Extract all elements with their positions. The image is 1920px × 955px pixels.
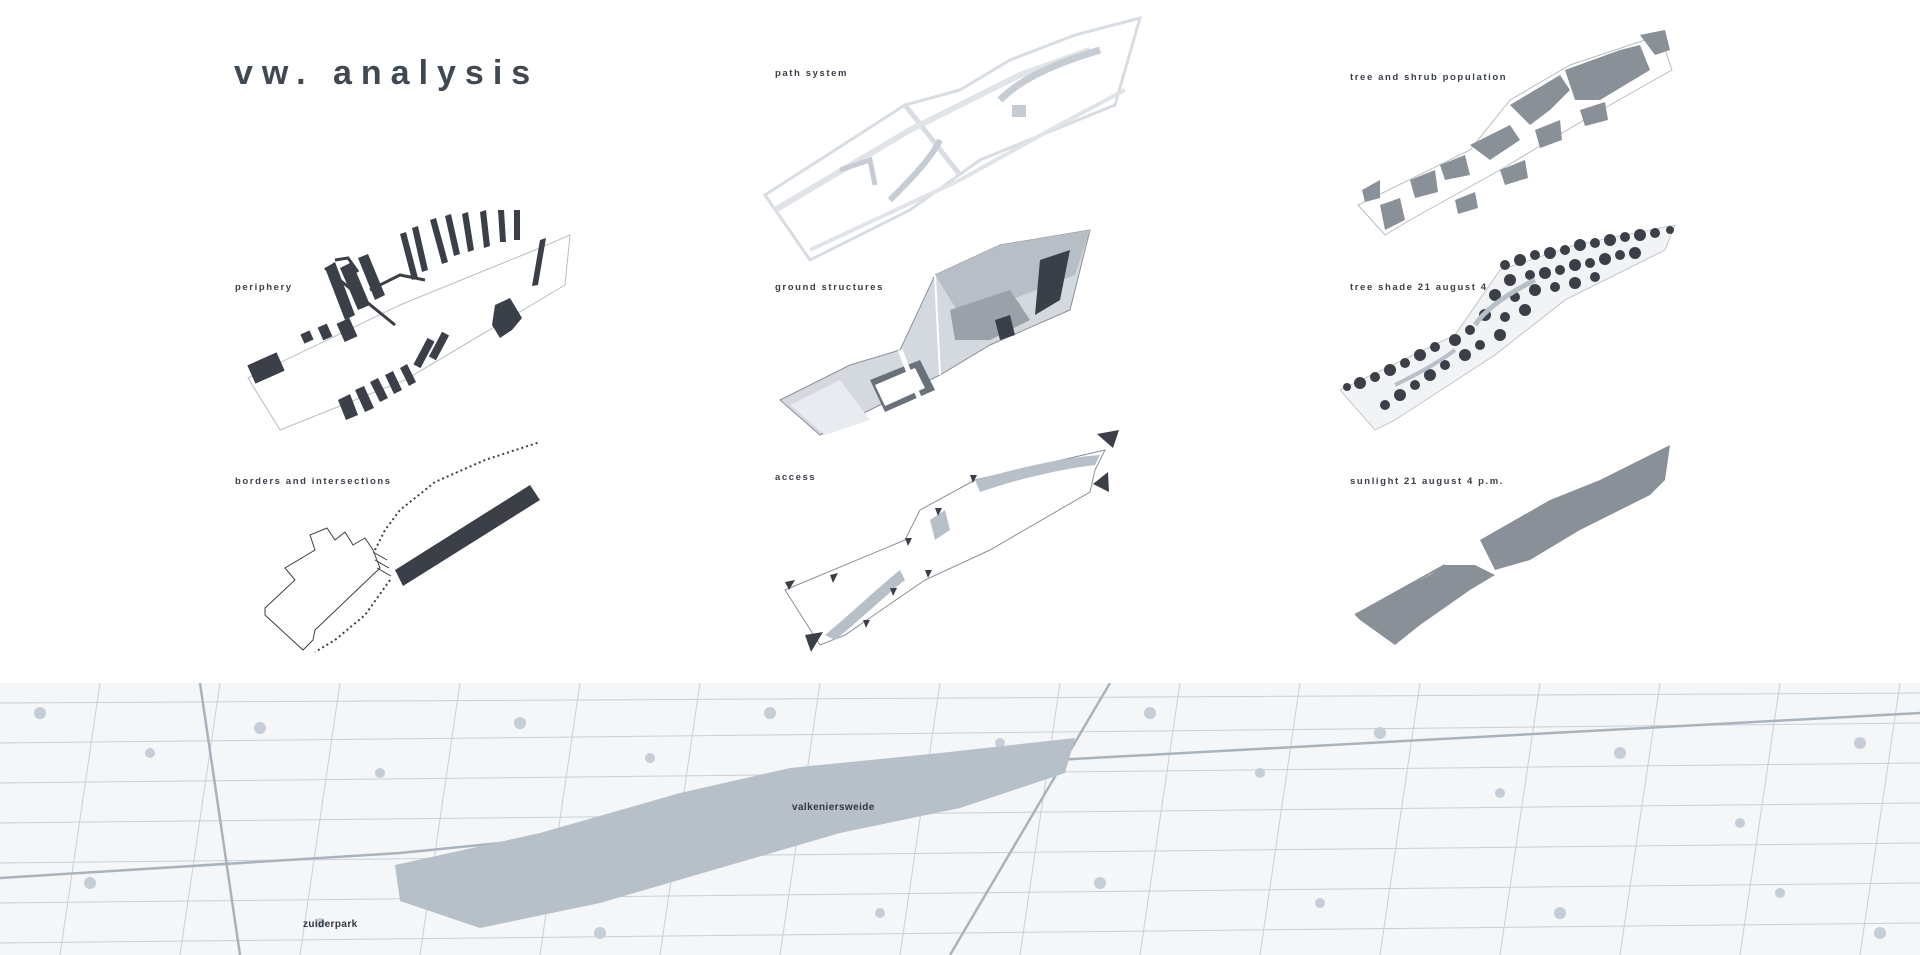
label-access: access [775,472,817,483]
label-periphery: periphery [235,282,293,293]
borders-diagram [264,441,541,653]
path-system-diagram [762,15,1143,262]
label-tree-shrub: tree and shrub population [1350,72,1508,83]
map-label-valkeniersweide: valkeniersweide [792,802,875,813]
city-map [0,683,1920,955]
sunlight-diagram [1354,445,1670,645]
tree-shade-diagram [1339,224,1676,431]
label-ground-structures: ground structures [775,282,885,293]
access-diagram [784,430,1119,652]
label-tree-shade: tree shade 21 august 4 p.m. [1350,282,1518,293]
valkeniersweide-park-area [395,738,1075,928]
label-borders: borders and intersections [235,476,392,487]
label-sunlight: sunlight 21 august 4 p.m. [1350,476,1505,487]
ground-structures-diagram [779,229,1091,436]
label-path-system: path system [775,68,849,79]
map-label-zuiderpark: zuiderpark [303,919,358,930]
periphery-diagram [247,210,571,431]
page-title: vw. analysis [234,54,540,92]
tree-shrub-diagram [1357,30,1673,236]
